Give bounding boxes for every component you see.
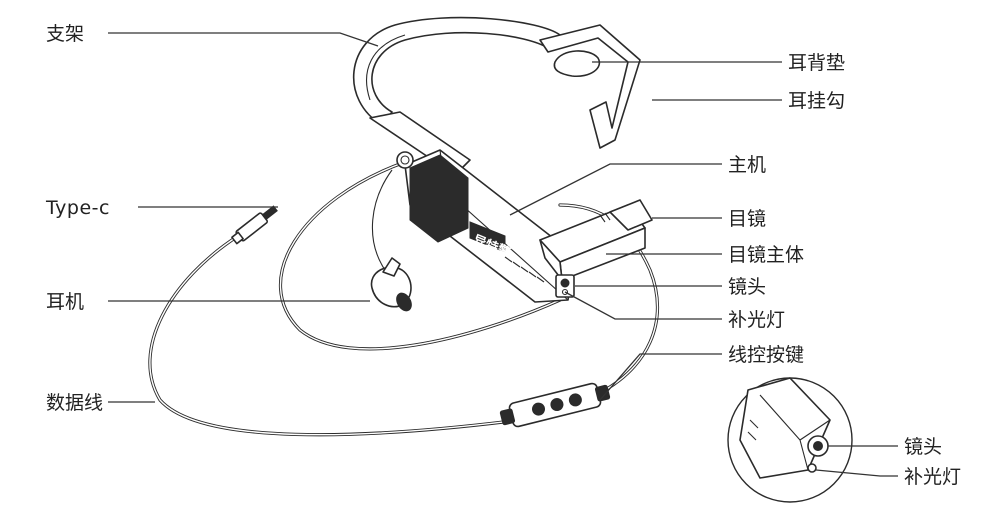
label-main-unit: 主机 (728, 154, 766, 176)
label-bracket: 支架 (46, 23, 84, 45)
data-cable-drawing (148, 160, 659, 437)
label-data-cable: 数据线 (46, 392, 103, 414)
main-unit: 异特警 (396, 149, 576, 303)
label-ear-hook: 耳挂勾 (788, 90, 845, 112)
labels: 支架 耳背垫 耳挂勾 主机 目镜 目镜主体 镜头 补光灯 线控按键 Type-c… (45, 23, 961, 488)
headband-bracket (352, 16, 641, 176)
vent-slots (504, 256, 545, 283)
label-fill-light: 补光灯 (728, 309, 785, 331)
lens (555, 274, 575, 298)
eyepiece (539, 199, 653, 281)
label-eyepiece: 目镜 (728, 208, 766, 230)
label-detail-fill-light: 补光灯 (904, 466, 961, 488)
typec-plug (231, 205, 278, 245)
wire-control (499, 382, 611, 428)
label-ear-pad: 耳背垫 (788, 52, 845, 74)
label-wire-control: 线控按键 (728, 344, 804, 366)
label-eyepiece-body: 目镜主体 (728, 244, 804, 266)
label-lens: 镜头 (728, 276, 766, 298)
label-typec: Type-c (45, 197, 110, 219)
earphone-drawing (370, 169, 412, 312)
label-detail-lens: 镜头 (904, 436, 942, 458)
label-earphone: 耳机 (46, 291, 84, 313)
leader-lines (108, 32, 898, 477)
detail-inset (727, 377, 853, 503)
